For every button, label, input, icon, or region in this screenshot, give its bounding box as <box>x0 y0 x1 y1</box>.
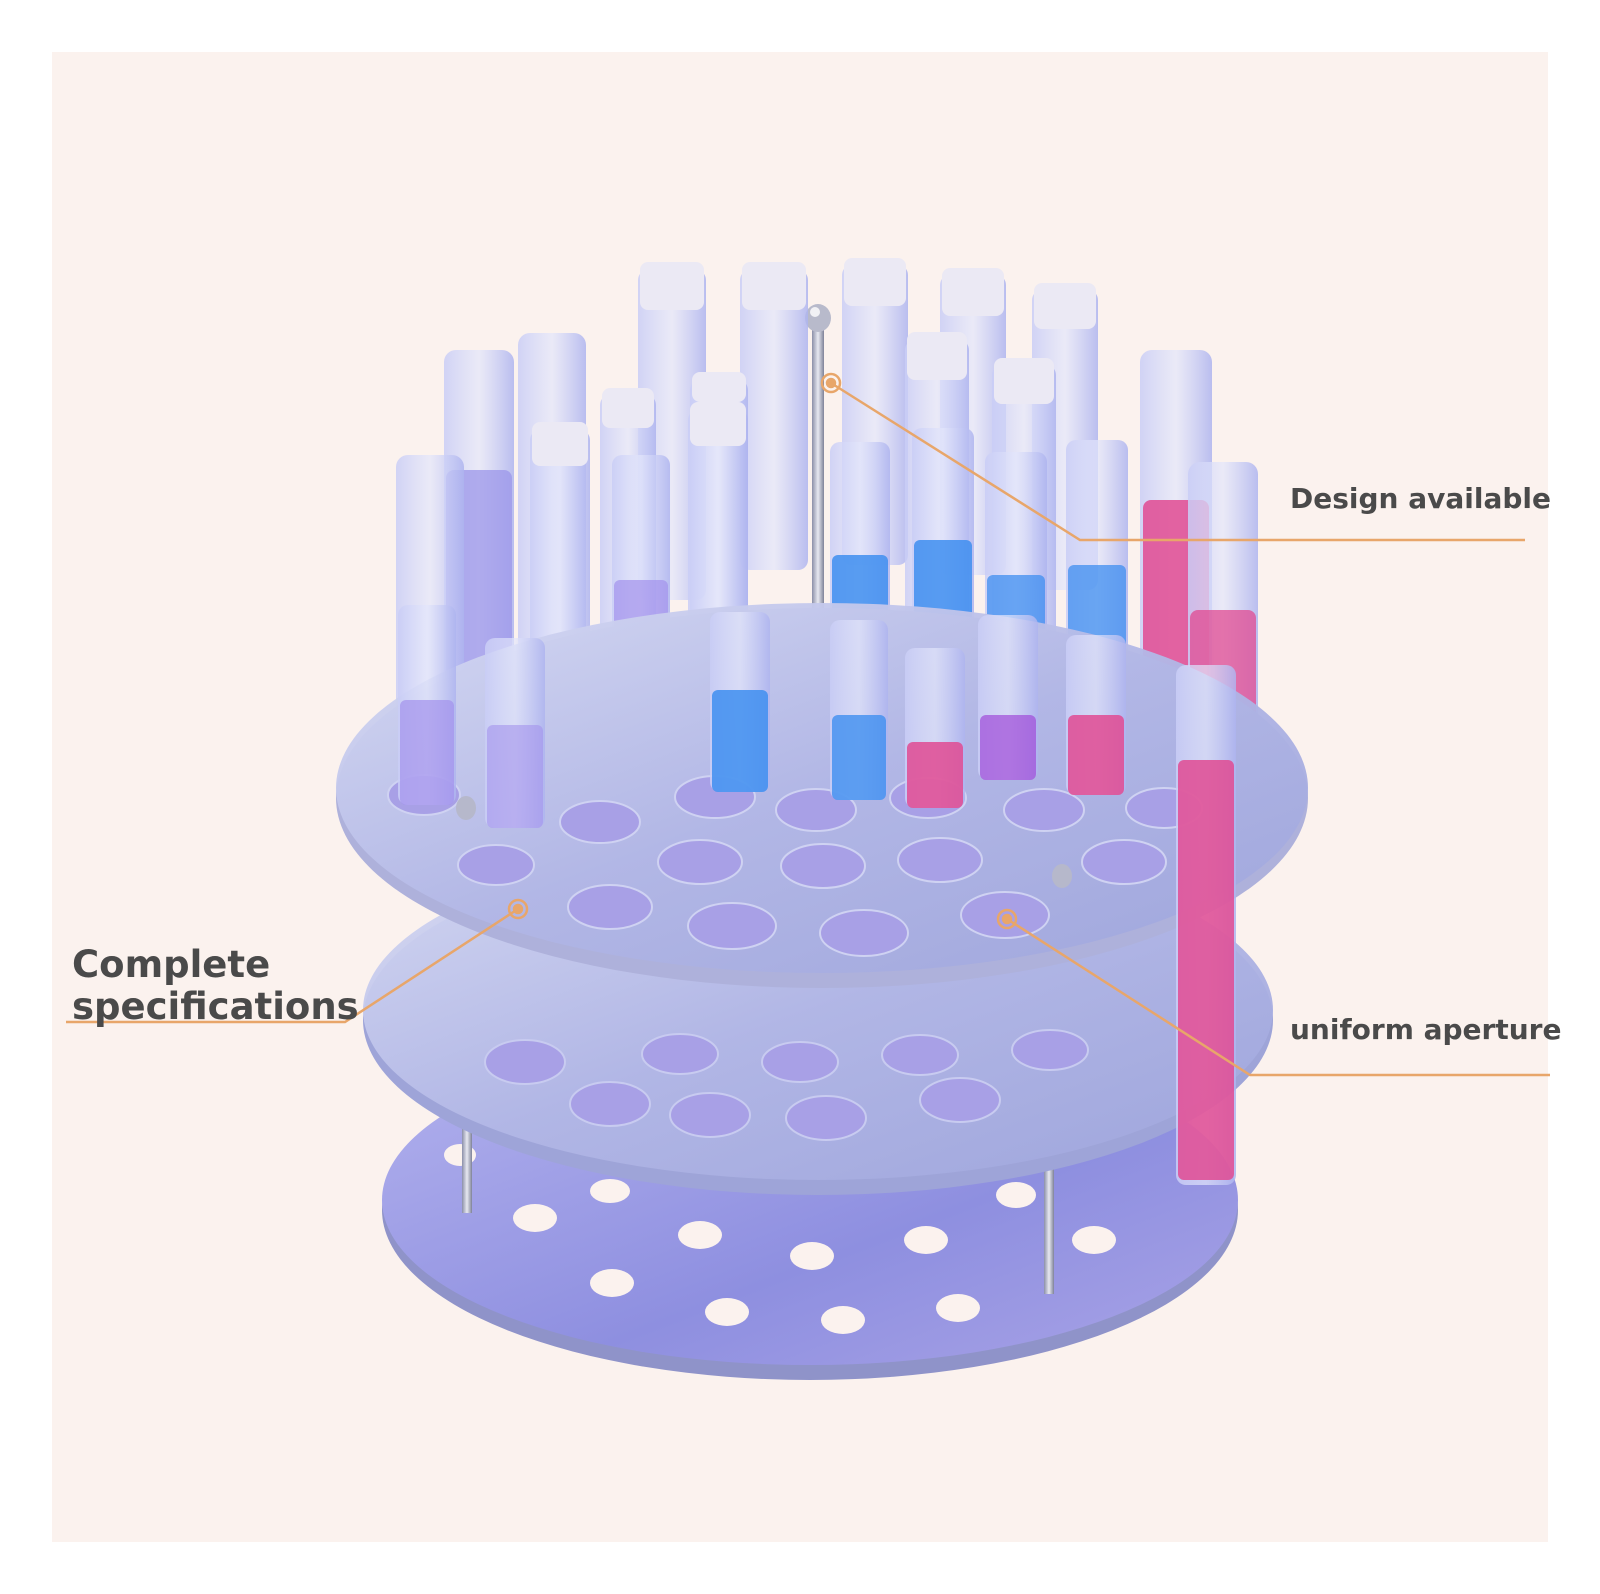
tube <box>1066 635 1126 795</box>
tube <box>710 612 770 792</box>
tube <box>398 605 456 805</box>
complete-specifications-label: Complete specifications <box>72 944 359 1028</box>
tube <box>978 615 1038 780</box>
tube <box>1176 665 1236 1185</box>
uniform-aperture-label: uniform aperture <box>1290 1013 1562 1046</box>
tube <box>740 262 808 570</box>
aperture-callout-line <box>996 908 1550 1077</box>
callout-lines <box>66 372 1550 1077</box>
tube <box>485 638 545 828</box>
specs-label-line2: specifications <box>72 985 359 1028</box>
design-available-label: Design available <box>1290 482 1551 515</box>
tube <box>905 648 965 808</box>
tube <box>830 620 888 800</box>
rack-top-plate <box>336 603 1308 988</box>
specs-callout-line <box>66 898 529 1024</box>
design-callout-line <box>820 372 1525 542</box>
specs-label-line1: Complete <box>72 943 271 986</box>
